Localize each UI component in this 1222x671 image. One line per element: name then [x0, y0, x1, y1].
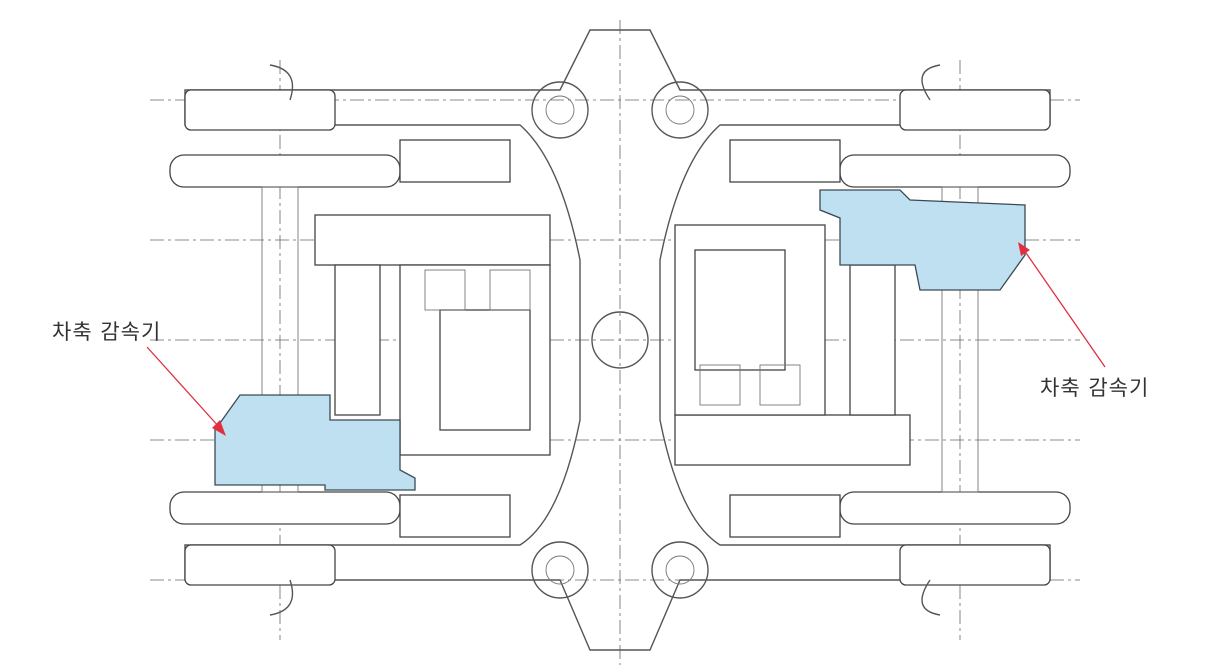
air-springs — [531, 81, 709, 599]
axle-gearbox-left — [214, 394, 416, 491]
traction-motors — [314, 214, 911, 466]
callout-arrow-left — [146, 346, 226, 436]
callout-label-right: 차축 감속기 — [1040, 376, 1150, 400]
brake-units — [399, 139, 841, 538]
callout-label-left: 차축 감속기 — [52, 320, 162, 344]
callout-arrow-right — [1018, 242, 1106, 368]
axle-gearbox-right — [819, 189, 1026, 291]
axles — [261, 186, 979, 493]
axle-boxes — [184, 64, 1051, 616]
